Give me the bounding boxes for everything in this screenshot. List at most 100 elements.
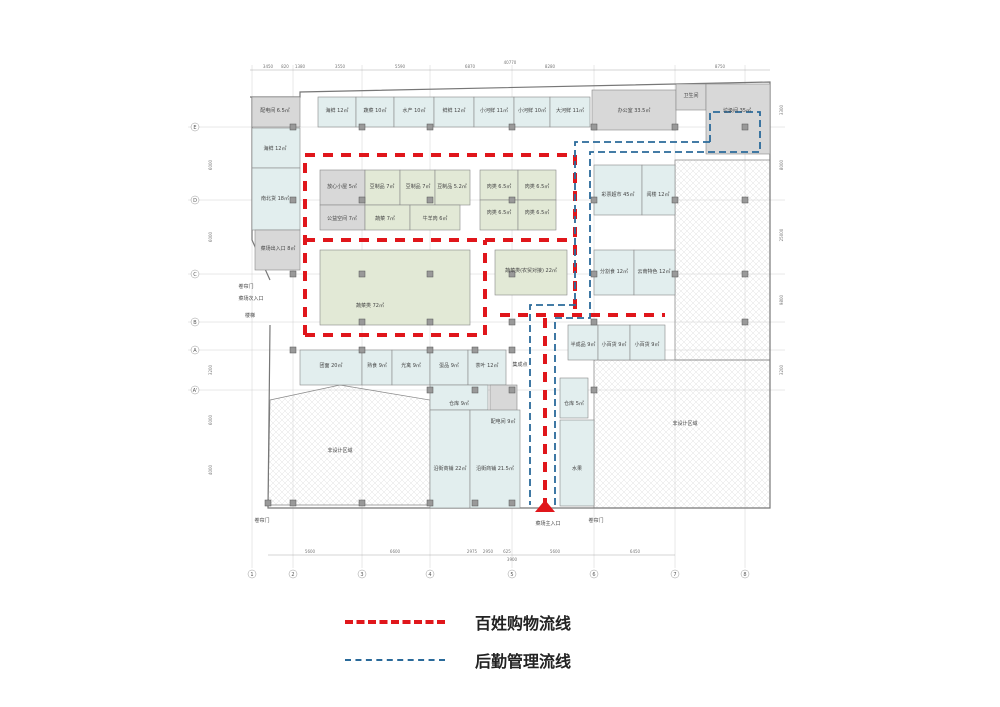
left-dimension: 3200 bbox=[208, 364, 213, 375]
room-stall bbox=[409, 204, 461, 231]
room-label: 豆制品 7㎡ bbox=[406, 183, 431, 190]
room-service bbox=[429, 409, 471, 509]
bottom-dimension: 5600 bbox=[550, 549, 561, 554]
axis-bubble bbox=[670, 569, 680, 579]
room-service bbox=[355, 96, 395, 128]
roll-door-label: 卷帘门 bbox=[254, 517, 269, 524]
top-dimension: 8750 bbox=[715, 64, 726, 69]
bottom-dimension: 5600 bbox=[305, 549, 316, 554]
structural-column bbox=[508, 123, 516, 131]
room-service bbox=[473, 96, 515, 128]
room-label: 配电间 6.5㎡ bbox=[260, 107, 290, 114]
room-label: 大河鲜 11㎡ bbox=[556, 107, 584, 114]
blue-dashed-line-swatch bbox=[345, 659, 445, 661]
structural-column bbox=[508, 196, 516, 204]
logistics-flow-outer bbox=[554, 111, 761, 505]
legend-item-public-flow: 百姓购物流线 bbox=[345, 610, 571, 634]
structural-column bbox=[358, 270, 366, 278]
legend-label: 后勤管理流线 bbox=[475, 652, 572, 671]
axis-bubble bbox=[247, 569, 257, 579]
room-label: 蔬菜 7㎡ bbox=[375, 215, 395, 222]
room-service bbox=[317, 96, 357, 128]
room-label: 彩票超市 45㎡ bbox=[602, 191, 635, 198]
left-dimension: 4000 bbox=[208, 464, 213, 475]
row-axis-label: B bbox=[193, 320, 197, 326]
structural-column bbox=[590, 386, 598, 394]
room-label: 卫生间 bbox=[683, 92, 698, 99]
room-label: 熟食 9㎡ bbox=[367, 362, 387, 369]
structural-column bbox=[671, 270, 679, 278]
column-axis-label: 1 bbox=[250, 572, 253, 578]
bottom-dimension: 6600 bbox=[390, 549, 401, 554]
room-label: 沿街商铺 22㎡ bbox=[434, 465, 467, 472]
room-label: 水果 bbox=[572, 465, 582, 472]
structural-column bbox=[289, 499, 297, 507]
room-label: 仓库 9㎡ bbox=[449, 400, 469, 407]
axis-bubble bbox=[190, 385, 200, 395]
right-dimension: 9800 bbox=[779, 294, 784, 305]
non-design-area-left bbox=[267, 384, 431, 506]
structural-column bbox=[671, 123, 679, 131]
room-stall bbox=[319, 249, 471, 326]
room-label: 阅楼 12㎡ bbox=[647, 191, 670, 198]
room-service bbox=[469, 409, 521, 509]
structural-column bbox=[426, 499, 434, 507]
structural-column bbox=[590, 123, 598, 131]
structural-column bbox=[358, 196, 366, 204]
column-axis-label: 6 bbox=[592, 572, 595, 578]
structural-column bbox=[289, 196, 297, 204]
room-service bbox=[597, 324, 631, 361]
axis-bubble bbox=[190, 345, 200, 355]
room-office bbox=[319, 169, 366, 206]
room-office bbox=[675, 83, 707, 111]
room-label: 海鲜 12㎡ bbox=[264, 145, 287, 152]
structural-column bbox=[508, 270, 516, 278]
entrance-arrow bbox=[535, 500, 555, 512]
stair-label: 楼梯 bbox=[245, 312, 255, 319]
roll-door-label: 卷帘门 bbox=[588, 517, 603, 524]
structural-column bbox=[426, 386, 434, 394]
right-dimension: 25000 bbox=[779, 228, 784, 241]
room-service bbox=[559, 419, 595, 507]
room-service bbox=[559, 377, 589, 419]
structural-column bbox=[590, 196, 598, 204]
room-label: 菜场出入口 8㎡ bbox=[261, 245, 296, 252]
structural-column bbox=[741, 196, 749, 204]
non-design-area-upper-right bbox=[674, 159, 771, 361]
room-label: 肉类 6.5㎡ bbox=[487, 183, 512, 190]
structural-column bbox=[358, 123, 366, 131]
top-dimension: 8280 bbox=[545, 64, 556, 69]
right-dimension: 8000 bbox=[779, 159, 784, 170]
room-service bbox=[429, 349, 469, 386]
legend-label: 百姓购物流线 bbox=[475, 614, 572, 633]
room-label: 云南特色 12㎡ bbox=[638, 268, 671, 275]
structural-column bbox=[426, 346, 434, 354]
room-service bbox=[593, 164, 643, 216]
axis-bubble bbox=[190, 269, 200, 279]
structural-column bbox=[358, 346, 366, 354]
structural-column bbox=[471, 386, 479, 394]
public-flow-loop-top bbox=[303, 153, 577, 335]
room-service bbox=[251, 127, 301, 169]
structural-column bbox=[508, 386, 516, 394]
room-stall bbox=[434, 169, 471, 206]
room-stall bbox=[364, 204, 411, 231]
room-stall bbox=[364, 169, 401, 206]
room-label: 海鲜 12㎡ bbox=[326, 107, 349, 114]
room-label: 小百货 9㎡ bbox=[602, 341, 627, 348]
room-label: 水产 10㎡ bbox=[403, 107, 426, 114]
room-label: 光禽 9㎡ bbox=[401, 362, 421, 369]
room-label: 仓库 5㎡ bbox=[564, 400, 584, 407]
structural-column bbox=[426, 318, 434, 326]
side-entrance-label: 菜场次入口 bbox=[238, 295, 263, 302]
column-axis-label: 2 bbox=[291, 572, 294, 578]
row-axis-label: E bbox=[193, 125, 196, 131]
room-label: 蔬菜类 72㎡ bbox=[356, 302, 384, 309]
room-label: 半成品 9㎡ bbox=[571, 341, 596, 348]
red-dashed-line-swatch bbox=[345, 620, 445, 624]
row-axis-label: D bbox=[193, 198, 197, 204]
room-label: 鲜鲜 12㎡ bbox=[443, 107, 466, 114]
